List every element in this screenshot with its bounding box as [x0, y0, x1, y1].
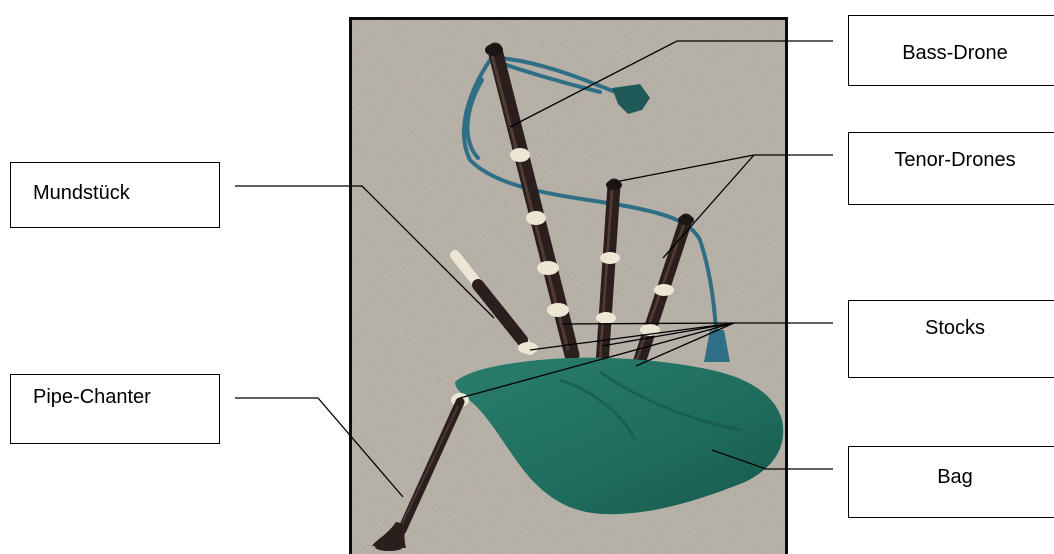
label-bass-drone-text: Bass-Drone [849, 42, 1054, 65]
label-tenor-drones: Tenor-Drones [848, 132, 1054, 205]
label-stocks-text: Stocks [849, 317, 1054, 340]
label-bag: Bag [848, 446, 1054, 518]
label-bag-text: Bag [849, 466, 1054, 489]
label-tenor-drones-text: Tenor-Drones [849, 149, 1054, 172]
label-bass-drone: Bass-Drone [848, 15, 1054, 86]
label-pipe-chanter-text: Pipe-Chanter [33, 386, 151, 409]
label-stocks: Stocks [848, 300, 1054, 378]
label-pipe-chanter: Pipe-Chanter [10, 374, 220, 444]
label-mundstueck-text: Mundstück [33, 182, 130, 205]
label-mundstueck: Mundstück [10, 162, 220, 228]
stocks-leader [562, 323, 833, 324]
